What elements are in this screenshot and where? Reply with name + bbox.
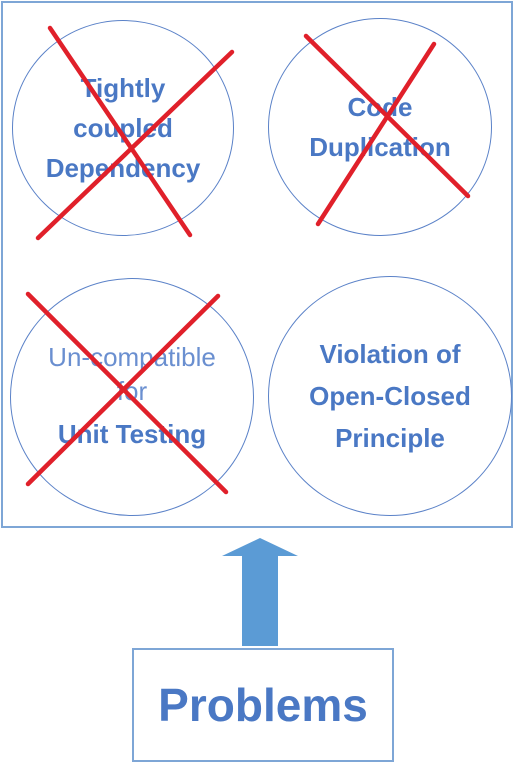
problem-text-line: Duplication [309,132,451,162]
up-arrow-icon [222,538,298,646]
problem-circle-tightly-coupled: Tightly coupled Dependency [12,20,234,236]
problem-circle-code-duplication: Code Duplication [268,18,492,236]
problems-label-box: Problems [132,648,394,762]
problem-circle-open-closed: Violation of Open-Closed Principle [268,276,512,516]
problem-text-line: Code [347,92,413,122]
problem-text-line: Tightly [80,73,166,103]
problem-text-line: Dependency [45,153,201,183]
problems-frame [1,1,513,528]
problem-text-line: coupled [73,113,173,143]
problem-text-line: Open-Closed [309,381,471,411]
problem-text-line: Violation of [319,339,461,369]
problems-label: Problems [158,679,368,731]
problem-text-line: Un-compatible [48,342,216,372]
problem-circle-unit-testing: Un-compatible for Unit Testing [10,278,254,516]
problem-text-line: Unit Testing [57,419,207,449]
problem-text-line: Principle [335,423,445,453]
problem-text-line: for [116,376,148,406]
